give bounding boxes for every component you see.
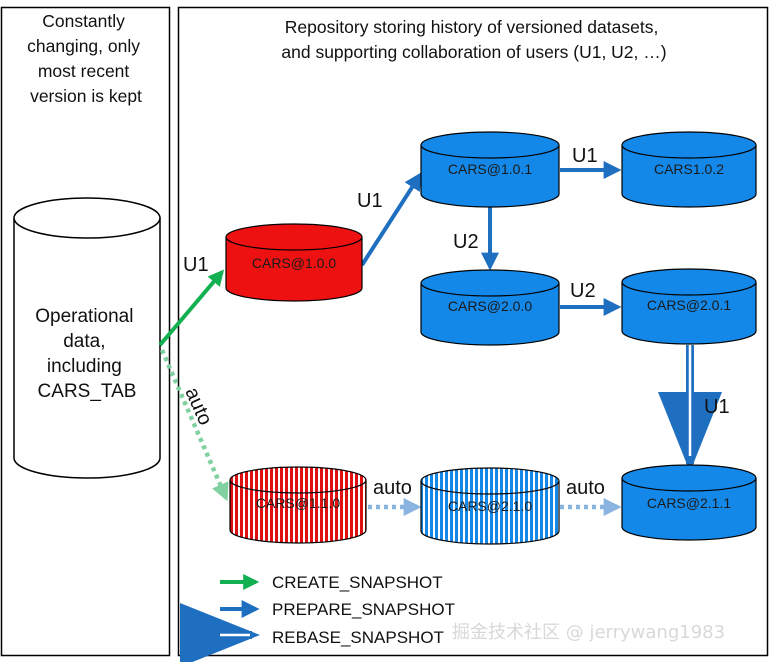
node-label-1-0-1: CARS@1.0.1	[448, 161, 532, 177]
node-cars-2-0-1: CARS@2.0.1	[621, 268, 757, 345]
node-cars-2-1-0: CARS@2.1.0	[420, 467, 560, 545]
left-panel-caption: Constantly changing, only most recent ve…	[27, 11, 145, 106]
operational-data-cylinder: Operational data, including CARS_TAB	[13, 197, 161, 479]
node-cars-2-0-0: CARS@2.0.0	[420, 269, 560, 346]
node-cars-1-1-0: CARS@1.1.0	[229, 466, 367, 544]
edge-1-0-0-to-1-0-1	[360, 171, 422, 267]
node-cars-1-0-2: CARS1.0.2	[621, 131, 757, 208]
edge-label-op-to-1-0-0: U1	[183, 254, 209, 276]
node-label-2-0-0: CARS@2.0.0	[448, 298, 532, 314]
legend-create-label: CREATE_SNAPSHOT	[272, 573, 443, 592]
edge-op-to-1-0-0	[158, 269, 225, 347]
node-cars-2-1-1: CARS@2.1.1	[621, 464, 757, 541]
watermark: 掘金技术社区 @ jerrywang1983	[452, 622, 725, 643]
edge-label-1-1-0-to-2-1-0: auto	[373, 477, 412, 499]
edge-op-to-1-1-0	[159, 349, 229, 502]
legend: CREATE_SNAPSHOT PREPARE_SNAPSHOT REBASE_…	[180, 573, 455, 662]
legend-prepare-label: PREPARE_SNAPSHOT	[272, 600, 455, 619]
edge-label-1-0-1-to-2-0-0: U2	[453, 231, 479, 253]
right-panel-caption: Repository storing history of versioned …	[281, 17, 666, 62]
edge-label-2-0-0-to-2-0-1: U2	[570, 280, 596, 302]
edge-label-2-0-1-to-2-1-1: U1	[704, 396, 730, 418]
right-panel	[177, 6, 769, 657]
node-label-1-1-0: CARS@1.1.0	[256, 495, 340, 511]
edge-label-op-to-1-1-0: auto	[180, 384, 216, 429]
node-label-2-1-0: CARS@2.1.0	[448, 498, 532, 514]
edge-label-2-1-0-to-2-1-1: auto	[566, 477, 605, 499]
operational-data-label: Operational data, including CARS_TAB	[35, 306, 139, 402]
node-label-2-0-1: CARS@2.0.1	[647, 297, 731, 313]
node-label-2-1-1: CARS@2.1.1	[647, 495, 731, 511]
edge-label-1-0-0-to-1-0-1: U1	[357, 190, 383, 212]
legend-rebase-label: REBASE_SNAPSHOT	[272, 628, 444, 647]
node-cars-1-0-0: CARS@1.0.0	[225, 223, 363, 302]
node-cars-1-0-1: CARS@1.0.1	[420, 131, 560, 208]
node-label-1-0-0: CARS@1.0.0	[252, 255, 336, 271]
edge-label-1-0-1-to-1-0-2: U1	[572, 145, 598, 167]
node-label-1-0-2: CARS1.0.2	[654, 161, 724, 177]
